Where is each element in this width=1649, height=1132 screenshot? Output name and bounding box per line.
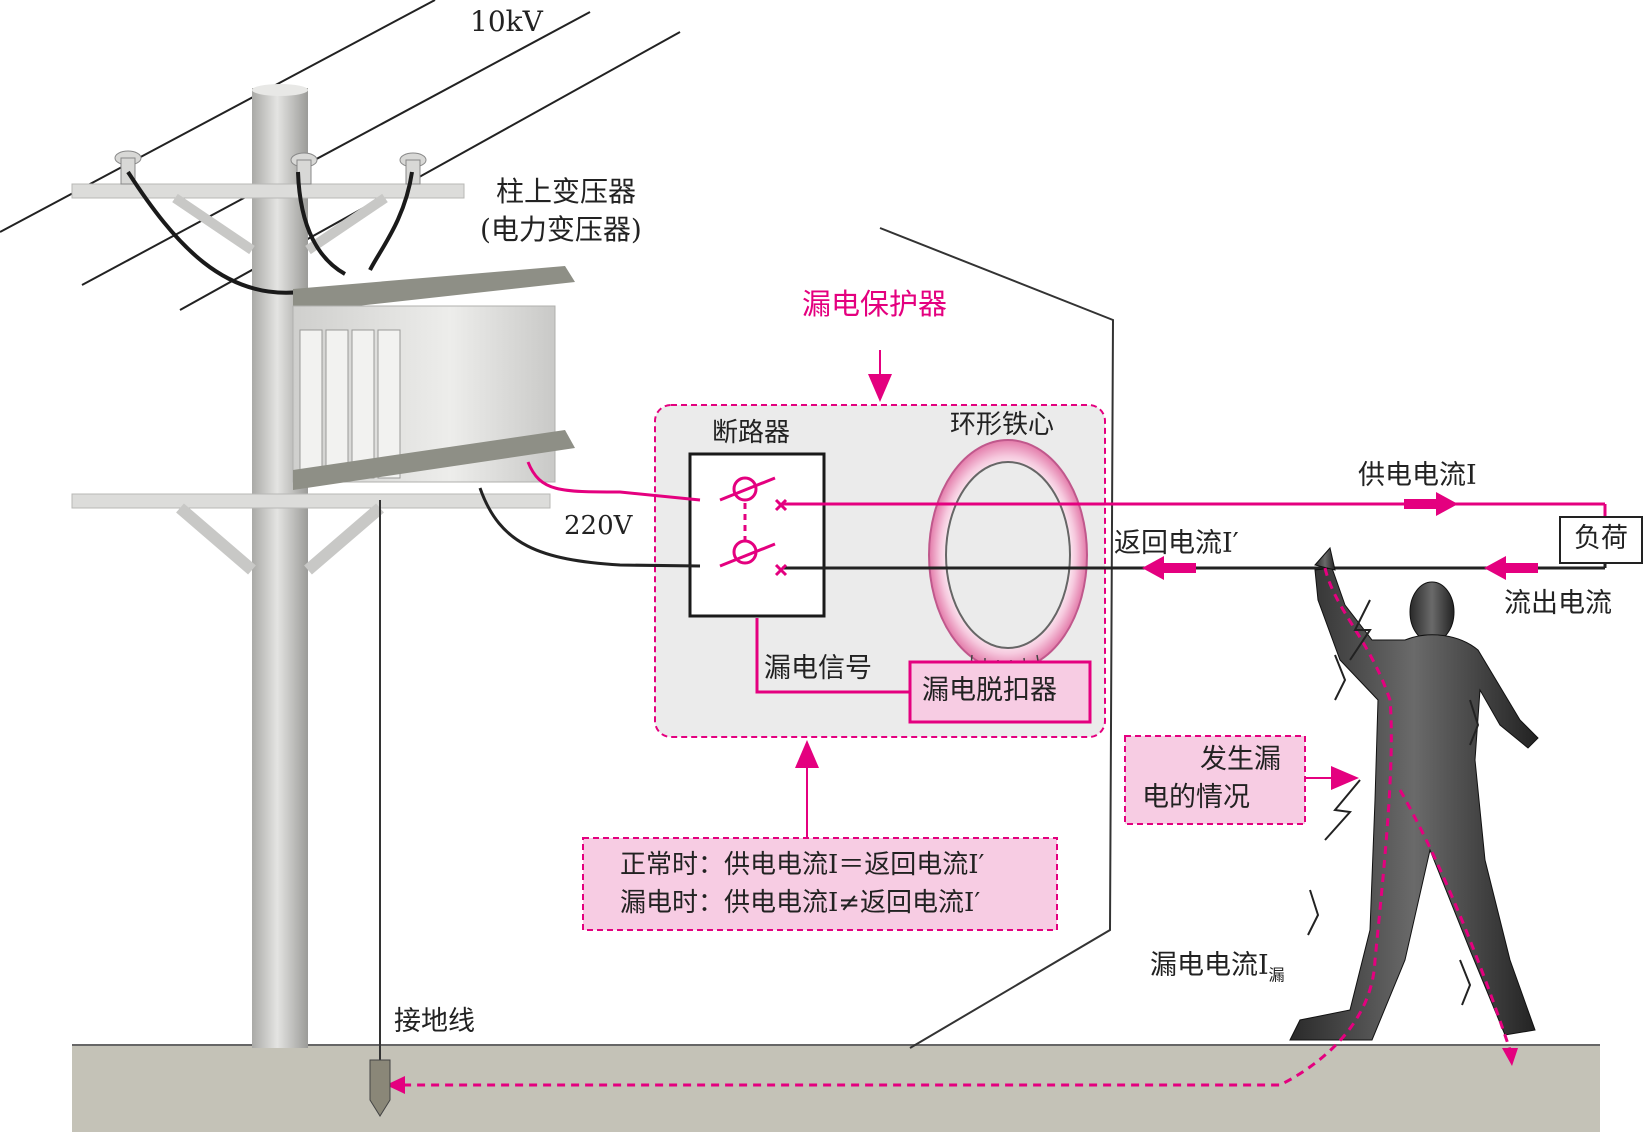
current-arrows bbox=[1142, 492, 1538, 580]
load-box bbox=[1559, 516, 1643, 564]
utility-pole bbox=[71, 84, 551, 1048]
leak-current-arrow-left bbox=[386, 1076, 405, 1094]
toroid-core-hole bbox=[945, 461, 1071, 649]
pole-transformer bbox=[292, 266, 575, 490]
ground-wire-label: 接地线 bbox=[394, 1006, 475, 1037]
shock-marks bbox=[1307, 599, 1480, 1006]
leak-trip-label: 漏电脱扣器 bbox=[922, 675, 1057, 706]
insulators bbox=[114, 150, 427, 185]
leak-condition-label: 漏电时：供电电流I≠返回电流I′ bbox=[620, 888, 981, 918]
transformer-label-line1: 柱上变压器 bbox=[496, 175, 637, 208]
return-current-label: 返回电流I′ bbox=[1114, 528, 1239, 559]
voltage-high-label: 10kV bbox=[470, 5, 543, 38]
high-voltage-lines bbox=[0, 0, 681, 311]
zoom-outline bbox=[879, 227, 1115, 1049]
toroid-core-label: 环形铁心 bbox=[950, 410, 1055, 440]
breaker-switch-contacts bbox=[719, 476, 788, 577]
ground bbox=[72, 1044, 1600, 1132]
breaker-label: 断路器 bbox=[712, 418, 791, 448]
leak-current-label: 漏电电流I漏 bbox=[1150, 952, 1285, 983]
load-label: 负荷 bbox=[1574, 523, 1628, 554]
leak-signal-label: 漏电信号 bbox=[764, 653, 872, 684]
person-figure bbox=[1289, 546, 1539, 1041]
voltage-low-label: 220V bbox=[564, 511, 633, 541]
leak-signal-wire bbox=[755, 618, 910, 694]
leak-current-path bbox=[405, 567, 1512, 1087]
leak-current-subscript: 漏 bbox=[1268, 965, 1285, 985]
condition-box bbox=[582, 837, 1058, 931]
ground-rod bbox=[369, 1059, 391, 1117]
outflow-current-label: 流出电流 bbox=[1504, 588, 1612, 619]
leak-trip-box bbox=[908, 660, 1092, 724]
leak-case-label-line1: 发生漏 bbox=[1200, 744, 1281, 775]
leak-case-label-line2: 电的情况 bbox=[1142, 782, 1250, 813]
normal-condition-label: 正常时：供电电流I＝返回电流I′ bbox=[620, 850, 985, 880]
leak-current-text: 漏电电流I bbox=[1150, 950, 1269, 981]
leak-current-arrow-down bbox=[1502, 1048, 1518, 1066]
leak-case-box bbox=[1124, 735, 1306, 825]
supply-current-label: 供电电流I bbox=[1358, 460, 1477, 491]
rcd-title-label: 漏电保护器 bbox=[802, 287, 948, 321]
transformer-feeder-wires bbox=[126, 170, 414, 295]
breaker-box bbox=[688, 452, 826, 618]
transformer-label-line2: (电力变压器) bbox=[480, 213, 642, 246]
